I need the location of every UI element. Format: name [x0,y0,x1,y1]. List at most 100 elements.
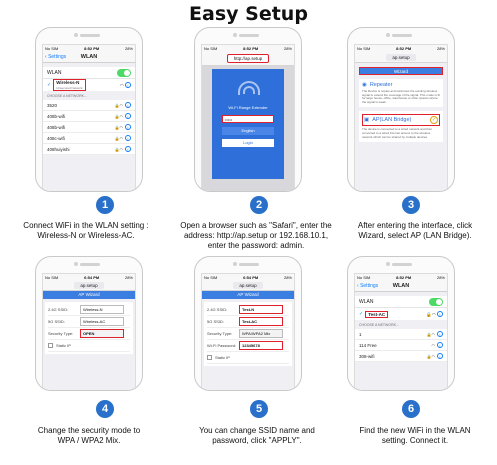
speaker-icon [239,34,259,37]
info-icon[interactable]: i [125,102,131,108]
browser-address-bar: ap.setup [43,281,135,291]
clock: 8:52 PM [243,46,259,51]
phone-step-2: No SIM 8:52 PM 28% http://ap.setup Wi-Fi… [194,27,302,192]
url-input[interactable]: http://ap.setup [226,54,270,63]
wifi-icon [238,81,260,95]
repeater-option[interactable]: ◉ Repeater The Device is copies and rein… [359,79,443,108]
password-input[interactable]: ••••• [222,115,274,123]
caption-line: address: http://ap.setup or 192.168.10.1… [183,231,329,240]
battery: 28% [436,46,445,51]
list-item[interactable]: 408huiyishi🔒◠ i [43,144,135,155]
language-select[interactable]: English [222,127,274,135]
page-title: Easy Setup [189,3,308,25]
repeater-title-row: ◉ Repeater [362,82,440,88]
network-name: 3520 [47,102,58,108]
login-button[interactable]: Login [222,139,274,147]
screen: No SIM 8:52 PM 28% ‹ Settings WLAN WLAN … [42,44,136,191]
clock: 8:52 PM [396,46,412,51]
back-button[interactable]: ‹ Settings [45,54,67,60]
ssid5-input[interactable]: Test-AC [239,317,283,326]
check-circle-icon: ✓ [430,116,438,125]
url-display[interactable]: ap.setup [233,282,263,289]
lock-wifi-icons: 🔒◠ i [115,135,131,141]
list-item[interactable]: 3520🔒◠ i [43,100,135,111]
info-icon[interactable]: i [125,81,131,88]
network-name: 408b-wifi [47,124,66,130]
status-bar: No SIM 8:52 PM 28% [355,45,447,52]
list-item[interactable]: 1🔒◠ i [355,329,447,340]
caption-line: Open a browser such as "Safari", enter t… [180,221,332,230]
checkmark-icon: ✓ [359,311,364,317]
list-item[interactable]: 308-wifi🔒◠ i [355,351,447,362]
password-row: Wi-Fi Password: 12345678 [207,340,289,352]
clock: 8:52 PM [84,46,100,51]
caption-line: Change the security mode to [37,426,141,435]
caption-line: password, click "APPLY". [212,436,302,445]
list-item[interactable]: 408b-wifi 🔒◠ i [43,122,135,133]
battery: 28% [283,275,292,280]
list-item[interactable]: 114 Free◠ i [355,340,447,351]
static-ip-checkbox[interactable] [207,355,212,360]
static-ip-checkbox[interactable] [48,343,53,348]
status-bar: No SIM 6:54 PM 28% [202,274,294,281]
ssid5-label: 5G SSID: [207,319,224,324]
lock-wifi-icons: 🔒◠ i [427,331,443,337]
ap-title-row: ▣ AP(LAN Bridge) ✓ [362,114,440,127]
url-display[interactable]: ap.setup [74,282,104,289]
ssid5-label: 5G SSID: [48,319,65,324]
security-select[interactable]: OPEN [80,329,124,338]
selected-network-row[interactable]: ✓ Test-AC 🔒◠ i [355,308,447,320]
status-bar: No SIM 8:52 PM 28% [202,45,294,52]
ap-bridge-option[interactable]: ▣ AP(LAN Bridge) ✓ The device is connect… [359,111,443,143]
wlan-toggle[interactable] [117,68,131,77]
carrier: No SIM [204,275,218,280]
router-icon: ▣ [364,117,370,124]
info-icon[interactable]: i [125,146,131,152]
camera-icon [74,262,78,266]
carrier: No SIM [204,46,218,51]
repeater-desc: The Device is copies and reinforces the … [362,89,440,104]
security-select[interactable]: WPA/WPA2 Mix [239,329,283,338]
repeater-icon: ◉ [362,82,367,88]
battery: 28% [124,275,133,280]
info-icon[interactable]: i [125,124,131,130]
wlan-label: WLAN [359,298,374,305]
wizard-button[interactable]: Wizard [359,67,443,75]
choose-network-label: CHOOSE A NETWORK... [359,323,399,327]
network-name: 114 Free [359,342,377,348]
security-row: Security Type: OPEN [48,328,130,340]
list-item[interactable]: 408b-wifi🔒◠ i [43,111,135,122]
list-item[interactable]: 408c-wifi🔒◠ i [43,133,135,144]
url-display[interactable]: ap.setup [386,53,416,61]
password-input[interactable]: 12345678 [239,341,283,350]
ssid24-input[interactable]: Test-N [239,305,283,314]
ssid24-label: 2.4G SSID: [48,307,69,312]
back-button[interactable]: ‹ Settings [357,283,379,289]
phone-step-4: No SIM 6:54 PM 28% ap.setup AP Wizard 2.… [35,256,143,391]
step-number-1: 1 [96,196,114,214]
security-label: Security Type: [48,331,74,336]
info-icon[interactable]: i [437,353,443,359]
info-icon[interactable]: i [437,331,443,337]
lock-wifi-icons: 🔒◠ i [115,124,131,130]
ssid24-label: 2.4G SSID: [207,307,228,312]
phone-step-3: No SIM 8:52 PM 28% ap.setup Wizard ◉ Rep… [347,27,455,192]
selected-network-row[interactable]: ✓ Wireless-N Unsecured Network ◠ i [43,79,135,91]
caption-line: Find the new WiFi in the WLAN [359,426,471,435]
ssid24-row: 2.4G SSID: Test-N [207,304,289,316]
selected-network-sub: Unsecured Network [56,86,83,90]
caption-line: WPA / WPA2 Mix. [57,436,121,445]
info-icon[interactable]: i [437,342,443,348]
ssid5-input[interactable]: Wireless-AC [80,317,124,326]
step-caption-5: You can change SSID name and password, c… [178,426,336,446]
info-icon[interactable]: i [125,113,131,119]
info-icon[interactable]: i [125,135,131,141]
checkmark-icon: ✓ [47,82,52,88]
battery: 28% [124,46,133,51]
ssid24-input[interactable]: Wireless-N [80,305,124,314]
screen: No SIM 6:54 PM 28% ap.setup AP Wizard 2.… [42,273,136,390]
wlan-toggle[interactable] [429,297,443,306]
info-icon[interactable]: i [437,310,443,317]
carrier: No SIM [357,46,371,51]
status-bar: No SIM 8:52 PM 28% [355,274,447,281]
